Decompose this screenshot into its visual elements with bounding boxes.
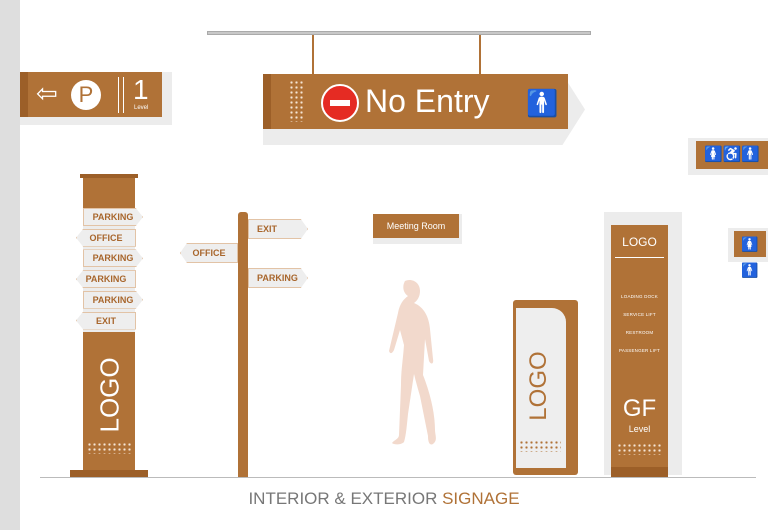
direction-restroom: RESTROOM (625, 330, 654, 335)
arrow-left-icon: ⇦ (36, 78, 58, 108)
pillar-top (83, 178, 135, 208)
pillar-middle (83, 208, 135, 332)
pillar-bottom: LOGO (83, 332, 135, 470)
floor-line (40, 477, 756, 478)
hanger (479, 35, 481, 75)
pillar-arrow-exit: EXIT (76, 311, 136, 330)
direction-loading-dock: LOADING DOCK (621, 294, 658, 299)
totem-logo: LOGO (622, 235, 657, 249)
level-code: GF (622, 395, 657, 422)
pillar-arrow-parking: PARKING (83, 290, 143, 309)
kiosk: LOGO (513, 300, 578, 475)
meeting-room-sign: Meeting Room (373, 214, 459, 238)
level-number: 1 (133, 74, 149, 105)
hanger (312, 35, 314, 75)
no-entry-icon (321, 84, 359, 122)
signpost-office: OFFICE (180, 243, 238, 263)
pillar-arrow-parking: PARKING (83, 249, 143, 268)
signpost-parking: PARKING (248, 268, 308, 288)
pillar-arrow-office: OFFICE (76, 228, 136, 247)
braille-dots (289, 80, 303, 122)
parking-sign: ⇦ P 1 Level (20, 72, 162, 117)
totem: LOGO LOADING DOCK SERVICE LIFT RESTROOM … (611, 225, 668, 478)
no-entry-sign: No Entry 🚹 (263, 74, 568, 129)
level-label: Level (134, 105, 149, 111)
caption-part1: INTERIOR & EXTERIOR (248, 489, 443, 508)
person-silhouette (389, 280, 436, 445)
pillar-logo: LOGO (94, 357, 125, 433)
braille-dots (519, 440, 561, 452)
pillar-arrow-parking: PARKING (76, 270, 136, 289)
signpost-pole (238, 212, 248, 477)
restroom-icon: 🚹 (526, 88, 559, 118)
signpost-exit: EXIT (248, 219, 308, 239)
pillar-cap (80, 174, 138, 178)
caption-part2: SIGNAGE (442, 489, 520, 508)
no-entry-text: No Entry (365, 83, 490, 119)
pillar-base (70, 470, 148, 477)
small-restroom-sign: 🚺🚹 (728, 228, 768, 278)
parking-icon: P (71, 80, 101, 110)
braille-dots (87, 442, 131, 454)
divider (615, 257, 664, 258)
pillar-arrow-parking: PARKING (83, 208, 143, 226)
direction-passenger-lift: PASSENGER LIFT (619, 348, 660, 353)
direction-service-lift: SERVICE LIFT (623, 312, 656, 317)
caption: INTERIOR & EXTERIOR SIGNAGE (0, 489, 768, 509)
braille-dots (617, 443, 662, 455)
kiosk-logo: LOGO (525, 351, 552, 421)
ceiling-rail (207, 31, 591, 35)
totem-base (611, 467, 668, 478)
accessible-restroom-sign: 🚺♿🚹 (688, 138, 768, 175)
left-margin-strip (0, 0, 20, 530)
restroom-icon: 🚺🚹 (734, 231, 766, 278)
level-label: Level (628, 424, 651, 434)
restroom-wheelchair-icons: 🚺♿🚹 (696, 141, 768, 169)
divider (118, 77, 124, 113)
